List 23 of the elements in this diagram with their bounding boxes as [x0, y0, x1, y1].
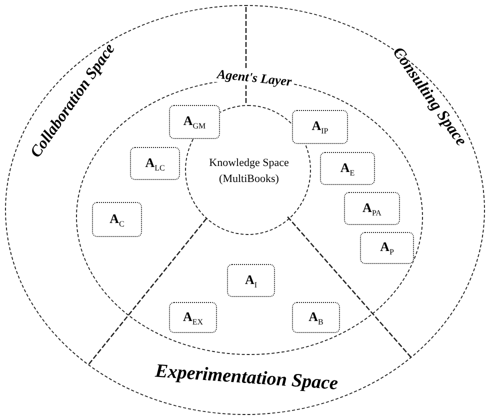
knowledge-label: Knowledge Space (MultiBooks): [208, 156, 290, 187]
agent-label: A$_{LC}$: [145, 154, 165, 172]
agent-label: A$_{PA}$: [362, 200, 382, 218]
agent-box: [169, 302, 217, 333]
agent-box: [320, 152, 375, 185]
agent-box: [130, 147, 180, 180]
agent-box: [292, 302, 340, 333]
agent-box: [344, 192, 400, 225]
agent-box: [292, 110, 348, 144]
outer-ring-circle: [5, 5, 485, 415]
agent-label: A$_{GM}$: [183, 113, 206, 131]
agent-box: [169, 105, 220, 139]
agent-label: A$_{I}$: [244, 272, 258, 290]
agent-box: [360, 232, 414, 264]
space-label: Experimentation Space: [154, 360, 338, 396]
agent-label: A$_{IP}$: [312, 118, 328, 136]
agent-label: A$_{E}$: [340, 160, 355, 178]
agent-label: A$_{P}$: [380, 239, 394, 257]
agent-box: [227, 264, 275, 297]
agent-box: [92, 202, 142, 237]
agent-label: A$_{C}$: [110, 210, 124, 228]
agent-label: A$_{B}$: [308, 308, 324, 326]
agent-label: A$_{EX}$: [182, 308, 204, 326]
